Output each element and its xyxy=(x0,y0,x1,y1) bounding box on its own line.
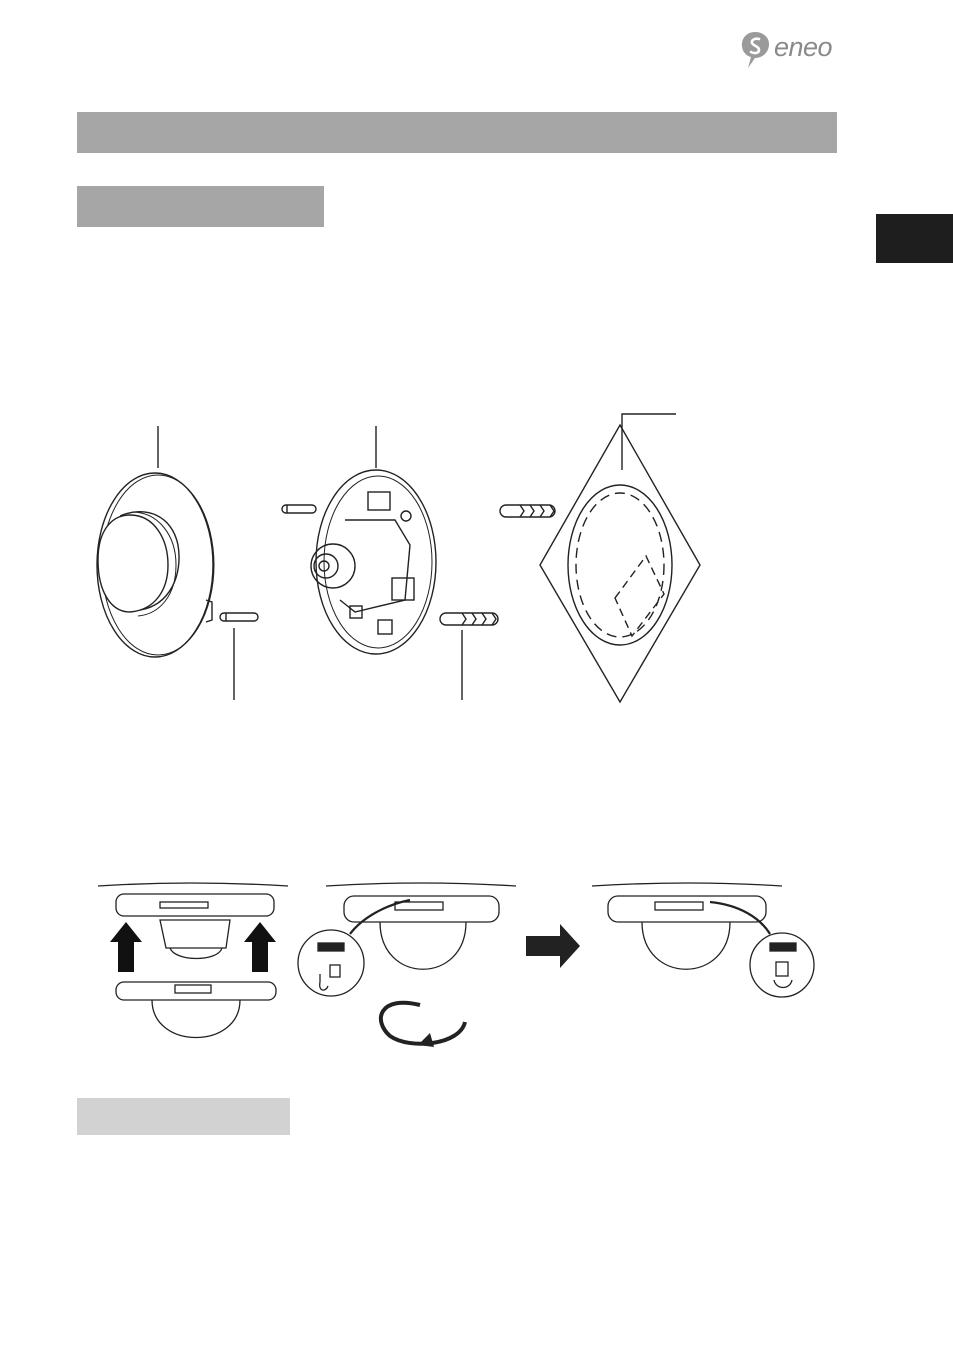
wall-plug-drawing xyxy=(439,504,556,700)
section-heading-bar xyxy=(77,186,324,227)
brand-logo: eneo xyxy=(738,30,842,72)
language-side-tab xyxy=(876,214,953,263)
next-step-arrow-icon xyxy=(526,924,580,968)
up-arrow-icon xyxy=(110,922,142,972)
parts-diagram xyxy=(96,413,701,704)
chapter-title-bar xyxy=(77,112,837,153)
brand-wordmark: eneo xyxy=(774,32,833,62)
dome-cover-drawing xyxy=(96,426,215,658)
eneo-logo-icon xyxy=(741,32,769,68)
camera-base-drawing xyxy=(310,426,437,655)
assembly-diagram xyxy=(97,882,815,1047)
screw-drawing xyxy=(219,504,317,700)
subsection-heading-bar xyxy=(77,1098,290,1135)
up-arrow-icon xyxy=(244,922,276,972)
step-rotate-lock xyxy=(297,882,517,1047)
step-lift-cover xyxy=(97,882,289,1039)
step-locked xyxy=(591,882,815,998)
mounting-template-drawing xyxy=(539,413,701,704)
